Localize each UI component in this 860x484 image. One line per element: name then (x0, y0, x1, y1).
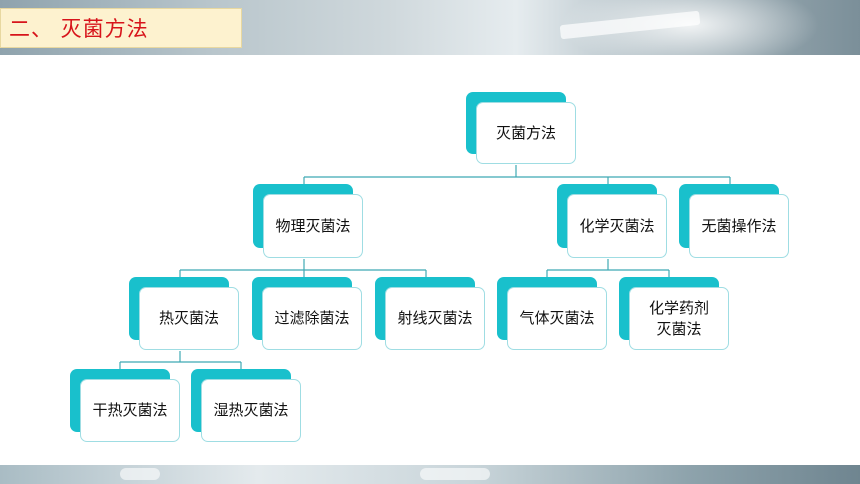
footer-decoration (420, 468, 490, 480)
node-aseptic: 无菌操作法 (679, 184, 791, 259)
node-dry-heat: 干热灭菌法 (70, 369, 182, 443)
node-root: 灭菌方法 (466, 92, 578, 165)
node-heat: 热灭菌法 (129, 277, 241, 351)
section-title-box: 二、 灭菌方法 (0, 8, 242, 48)
node-chemical: 化学灭菌法 (557, 184, 669, 259)
section-title: 二、 灭菌方法 (9, 17, 149, 41)
node-chemical-agent: 化学药剂灭菌法 (619, 277, 731, 351)
footer-decoration (120, 468, 160, 480)
node-gas: 气体灭菌法 (497, 277, 609, 351)
node-radiation: 射线灭菌法 (375, 277, 487, 351)
footer-banner (0, 465, 860, 484)
node-physical: 物理灭菌法 (253, 184, 365, 259)
node-moist-heat: 湿热灭菌法 (191, 369, 303, 443)
node-filtration: 过滤除菌法 (252, 277, 364, 351)
